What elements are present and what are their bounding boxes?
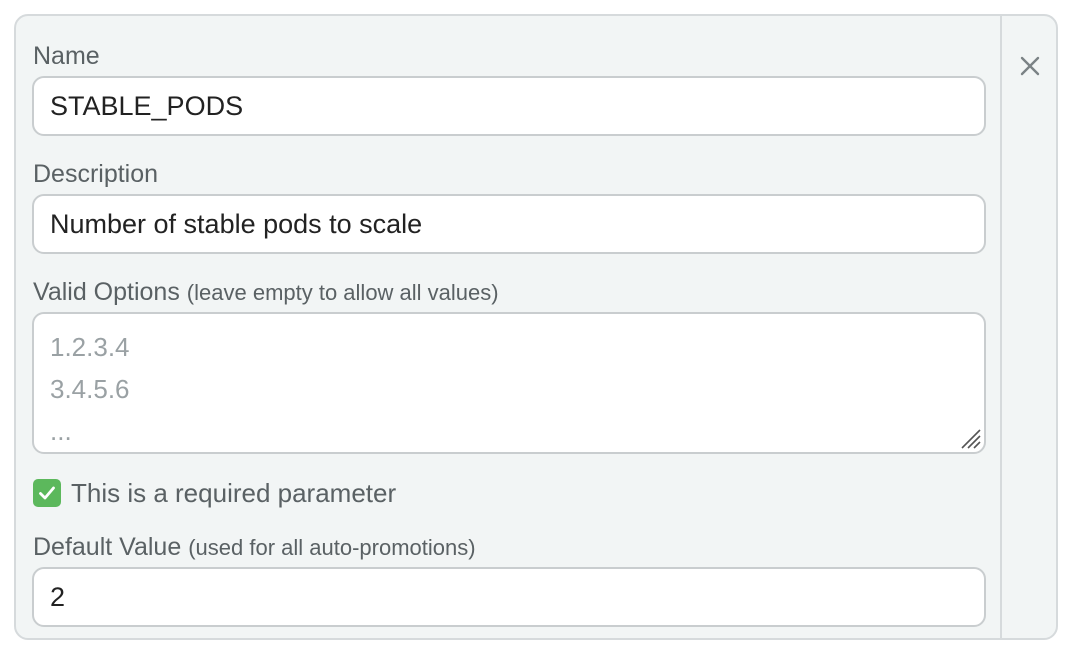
description-label-text: Description	[33, 160, 159, 188]
valid-options-hint: (leave empty to allow all values)	[186, 280, 499, 305]
placeholder-line: ...	[50, 416, 72, 446]
description-label: Description	[33, 159, 158, 189]
placeholder-line: 1.2.3.4	[50, 332, 130, 362]
close-icon	[1020, 56, 1040, 76]
name-input[interactable]	[32, 76, 986, 136]
required-checkbox-row[interactable]: This is a required parameter	[33, 478, 396, 508]
close-column	[1002, 16, 1056, 638]
name-label: Name	[33, 41, 100, 71]
default-value-label: Default Value (used for all auto-promoti…	[33, 532, 476, 563]
valid-options-label: Valid Options (leave empty to allow all …	[33, 277, 499, 308]
required-checkbox-label: This is a required parameter	[71, 477, 397, 508]
default-value-input[interactable]	[32, 567, 986, 627]
parameter-form: Name Description Valid Options (leave em…	[16, 16, 1002, 638]
description-input[interactable]	[32, 194, 986, 254]
resize-grip-icon[interactable]	[956, 424, 982, 450]
default-value-hint: (used for all auto-promotions)	[188, 535, 476, 560]
parameter-editor-panel: Name Description Valid Options (leave em…	[14, 14, 1058, 640]
checkmark-icon	[39, 486, 55, 500]
close-button[interactable]	[1016, 52, 1044, 80]
default-value-label-text: Default Value	[33, 533, 182, 561]
name-label-text: Name	[33, 42, 100, 70]
placeholder-line: 3.4.5.6	[50, 374, 130, 404]
valid-options-textarea[interactable]: 1.2.3.4 3.4.5.6 ...	[32, 312, 986, 454]
valid-options-label-text: Valid Options	[33, 278, 180, 306]
required-checkbox[interactable]	[33, 479, 61, 507]
